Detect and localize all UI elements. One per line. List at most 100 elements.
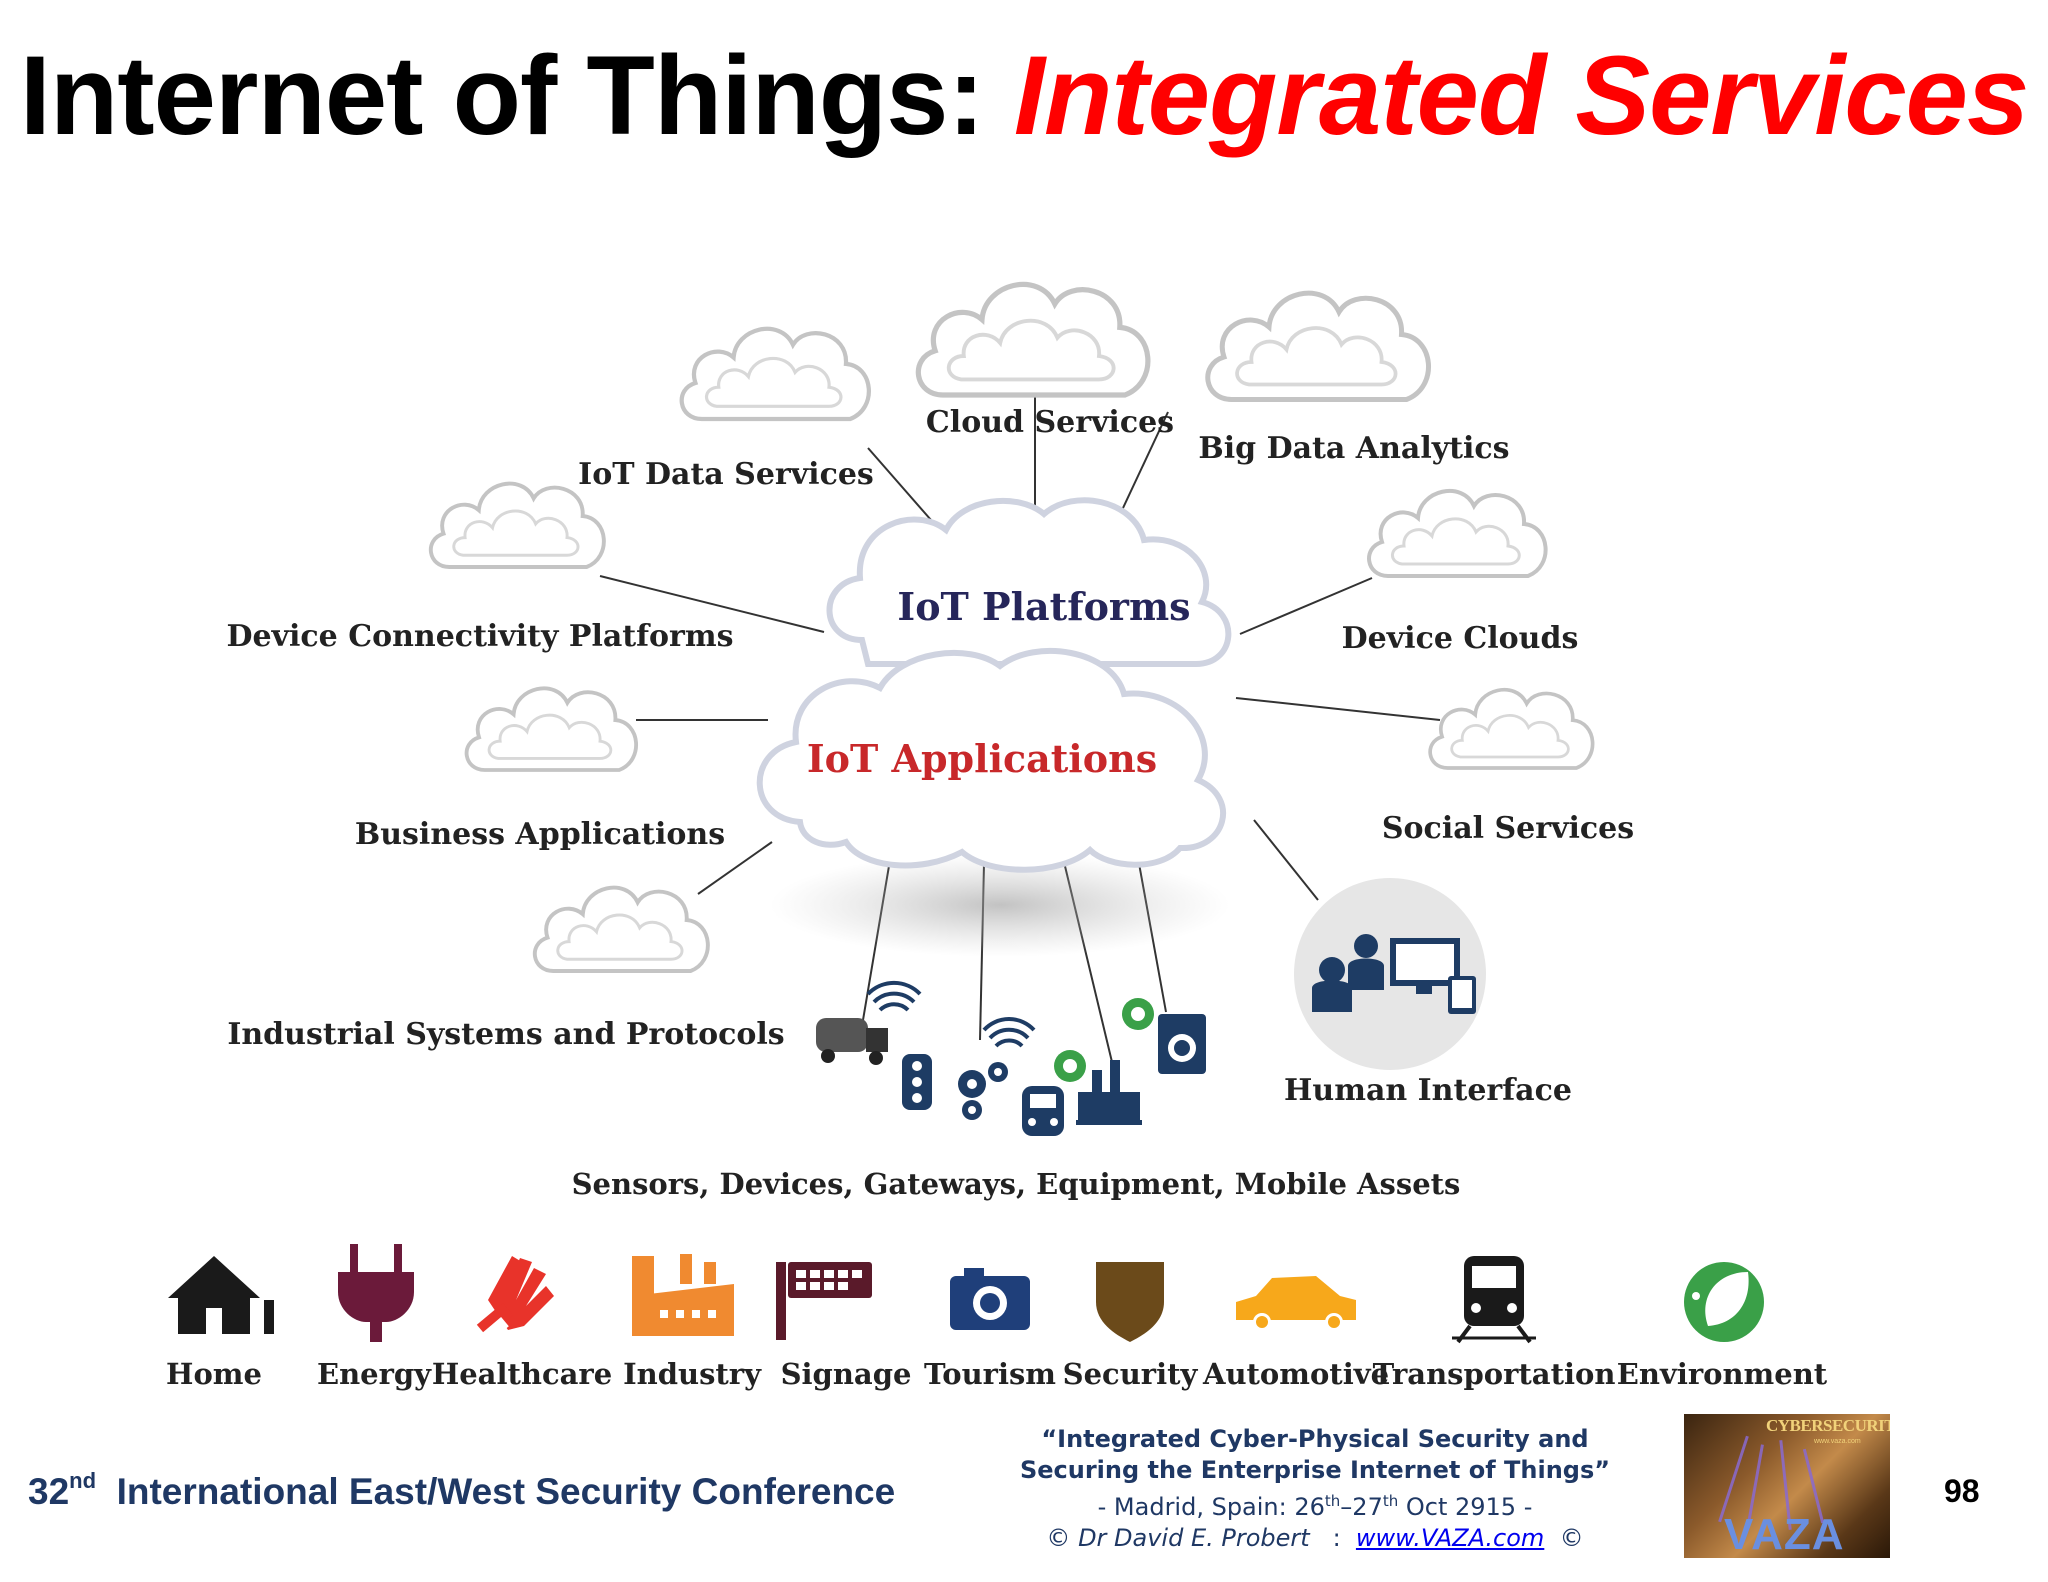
category-label: Signage bbox=[781, 1357, 912, 1391]
conference-ordinal-sup: nd bbox=[69, 1468, 97, 1493]
location-suffix: Oct 2915 - bbox=[1398, 1493, 1533, 1521]
big-data-cloud-icon bbox=[1208, 293, 1429, 399]
conference-name: 32nd International East/West Security Co… bbox=[28, 1468, 895, 1513]
logo-vaza-text: VAZA bbox=[1724, 1510, 1845, 1558]
factory-icon bbox=[632, 1254, 734, 1336]
label-big-data-analytics: Big Data Analytics bbox=[1198, 431, 1509, 466]
label-human-interface: Human Interface bbox=[1284, 1073, 1572, 1108]
cloud-services-cloud-icon bbox=[918, 284, 1148, 395]
connector-line bbox=[599, 575, 825, 633]
sign-icon bbox=[776, 1262, 872, 1340]
category-environment: Environment bbox=[1617, 1262, 1828, 1391]
category-security: Security bbox=[1063, 1262, 1199, 1391]
category-industry: Industry bbox=[623, 1254, 762, 1391]
iot-applications-cloud-icon bbox=[756, 647, 1226, 873]
category-label: Tourism bbox=[924, 1357, 1056, 1391]
location-dash: –27 bbox=[1340, 1493, 1383, 1521]
washing-machine-icon bbox=[1158, 1014, 1206, 1074]
category-label: Transportation bbox=[1373, 1357, 1616, 1391]
human-interface-illustration bbox=[1294, 878, 1486, 1070]
wifi-icon-2 bbox=[982, 1017, 1036, 1048]
business-apps-cloud-icon bbox=[467, 688, 637, 770]
title-part2: Integrated Services bbox=[1013, 33, 2029, 158]
copyright-pre: © bbox=[1046, 1524, 1079, 1552]
glove-icon bbox=[476, 1256, 554, 1342]
label-iot-applications: IoT Applications bbox=[807, 736, 1157, 781]
connector-line bbox=[697, 841, 773, 895]
website-link[interactable]: www.VAZA.com bbox=[1355, 1524, 1545, 1552]
category-label: Security bbox=[1063, 1357, 1199, 1391]
factory-small-icon bbox=[1076, 1060, 1142, 1125]
separator: : bbox=[1309, 1524, 1356, 1552]
industrial-systems-cloud-icon bbox=[535, 888, 708, 971]
center-cloud-shadow bbox=[770, 853, 1230, 957]
location-sup-1: th bbox=[1324, 1492, 1341, 1510]
footer-citation: “Integrated Cyber-Physical Security and … bbox=[975, 1424, 1655, 1554]
device-connectivity-cloud-icon bbox=[431, 484, 604, 567]
connector-line bbox=[1239, 577, 1373, 635]
page-number: 98 bbox=[1944, 1473, 1980, 1509]
category-label: Automotive bbox=[1202, 1357, 1389, 1391]
vaza-logo: CYBERSECURITY www.vaza.com VAZA bbox=[1684, 1414, 1890, 1558]
label-industrial-systems: Industrial Systems and Protocols bbox=[227, 1017, 784, 1052]
shield-icon bbox=[1096, 1262, 1164, 1342]
label-sensors-devices: Sensors, Devices, Gateways, Equipment, M… bbox=[572, 1167, 1461, 1201]
category-label: Home bbox=[166, 1357, 262, 1391]
iot-platforms-cloud-icon bbox=[826, 497, 1232, 667]
quote-line-1: “Integrated Cyber-Physical Security and bbox=[1041, 1425, 1589, 1453]
label-iot-data-services: IoT Data Services bbox=[578, 457, 874, 492]
category-home: Home bbox=[166, 1256, 274, 1391]
category-signage: Signage bbox=[776, 1262, 911, 1391]
category-transportation: Transportation bbox=[1373, 1256, 1616, 1391]
category-label: Environment bbox=[1617, 1357, 1828, 1391]
copyright-line: © Dr David E. Probert : www.VAZA.com © bbox=[975, 1523, 1655, 1554]
traffic-light-icon bbox=[902, 1054, 932, 1110]
category-healthcare: Healthcare bbox=[432, 1256, 612, 1391]
quote-line-2: Securing the Enterprise Internet of Thin… bbox=[1019, 1456, 1611, 1484]
author-name: Dr David E. Probert bbox=[1078, 1524, 1310, 1552]
logo-url-text: www.vaza.com bbox=[1814, 1438, 1861, 1445]
label-business-applications: Business Applications bbox=[355, 817, 725, 852]
green-gear-icon bbox=[1054, 998, 1154, 1082]
category-label: Industry bbox=[623, 1357, 762, 1391]
connector-line bbox=[1235, 697, 1441, 721]
label-social-services: Social Services bbox=[1382, 811, 1634, 846]
truck-icon bbox=[816, 1018, 888, 1065]
location-sup-2: th bbox=[1382, 1492, 1399, 1510]
title-part1: Internet of Things: bbox=[19, 33, 1014, 158]
logo-top-text: CYBERSECURITY bbox=[1766, 1416, 1890, 1435]
label-cloud-services: Cloud Services bbox=[926, 405, 1174, 440]
train-small-icon bbox=[1022, 1086, 1064, 1136]
camera-icon bbox=[950, 1268, 1030, 1330]
slide-title: Internet of Things: Integrated Services bbox=[0, 40, 2048, 152]
conference-title: International East/West Security Confere… bbox=[116, 1471, 896, 1512]
category-energy: Energy bbox=[317, 1244, 432, 1391]
device-icons-cluster bbox=[816, 980, 1206, 1136]
social-services-cloud-icon bbox=[1428, 687, 1595, 770]
category-label: Healthcare bbox=[432, 1357, 612, 1391]
category-row: Home Energy Healthcare bbox=[166, 1244, 1828, 1391]
category-label: Energy bbox=[317, 1357, 432, 1391]
category-automotive: Automotive bbox=[1202, 1276, 1389, 1391]
wifi-icon bbox=[866, 980, 922, 1012]
tablet-icon bbox=[1448, 976, 1476, 1014]
label-device-connectivity-platforms: Device Connectivity Platforms bbox=[226, 619, 733, 654]
gears-icon bbox=[958, 1062, 1008, 1120]
car-icon bbox=[1236, 1276, 1356, 1331]
people-icon bbox=[1312, 934, 1384, 1012]
copyright-post: © bbox=[1544, 1524, 1584, 1552]
plug-icon bbox=[338, 1244, 414, 1342]
connector-line bbox=[1253, 819, 1319, 901]
label-iot-platforms: IoT Platforms bbox=[897, 584, 1190, 629]
conference-ordinal: 32 bbox=[28, 1471, 70, 1512]
device-clouds-cloud-icon bbox=[1369, 491, 1546, 576]
location-prefix: - Madrid, Spain: 26 bbox=[1097, 1493, 1325, 1521]
location-line: - Madrid, Spain: 26th–27th Oct 2915 - bbox=[975, 1486, 1655, 1523]
train-icon bbox=[1452, 1256, 1536, 1344]
label-device-clouds: Device Clouds bbox=[1342, 621, 1579, 656]
house-icon bbox=[168, 1256, 260, 1334]
iot-data-services-cloud-icon bbox=[682, 329, 869, 419]
monitor-icon bbox=[1390, 938, 1460, 994]
category-tourism: Tourism bbox=[924, 1268, 1056, 1391]
